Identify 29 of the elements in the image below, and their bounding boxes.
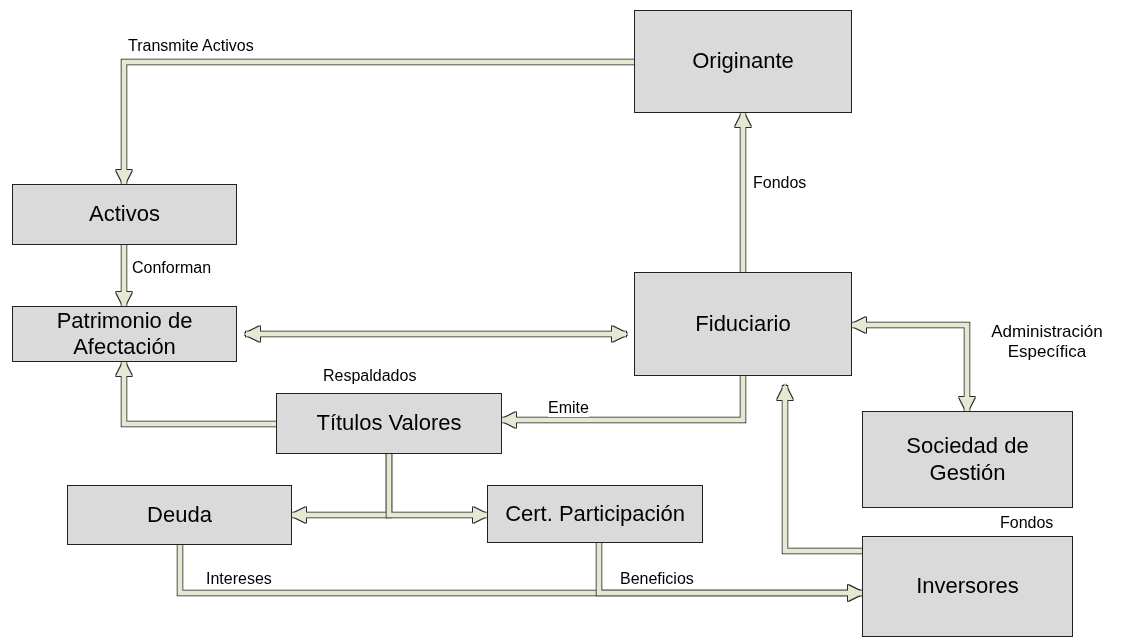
- box-label: Inversores: [916, 573, 1019, 600]
- process-box: [634, 272, 852, 376]
- arrow: [735, 111, 751, 272]
- arrow: [116, 59, 634, 186]
- box-label: Sociedad de Gestión: [905, 433, 1030, 486]
- process-box: [487, 485, 703, 543]
- box-label: Activos: [89, 201, 160, 228]
- process-box: [12, 306, 237, 362]
- arrow: [116, 245, 132, 308]
- process-box: [67, 485, 292, 545]
- process-box: [634, 10, 852, 113]
- box-label: Cert. Participación: [505, 500, 685, 528]
- process-box: [276, 393, 502, 454]
- arrow: [500, 376, 746, 428]
- arrow: [386, 454, 489, 523]
- box-label: Títulos Valores: [316, 410, 462, 437]
- box-label: Fiduciario: [695, 310, 791, 338]
- box-label: Deuda: [147, 501, 212, 529]
- box-label: Originante: [692, 48, 794, 75]
- process-box: [862, 536, 1073, 637]
- arrow: [596, 543, 864, 601]
- arrow: [777, 384, 862, 554]
- arrow: [850, 317, 975, 413]
- arrow: [244, 326, 628, 342]
- edge-label: Respaldados: [323, 366, 417, 386]
- box-label: Patrimonio de Afectación: [55, 307, 194, 361]
- process-box: [862, 411, 1073, 508]
- arrow: [116, 360, 276, 427]
- process-box: [12, 184, 237, 245]
